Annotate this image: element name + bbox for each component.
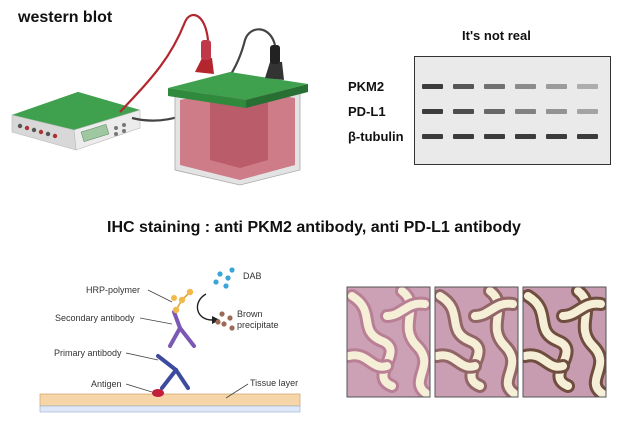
blot-title: It's not real (462, 28, 531, 43)
blot-band (484, 109, 505, 114)
label-brown: Brown (237, 309, 263, 319)
blot-band (484, 84, 505, 89)
blot-band (546, 84, 567, 89)
label-precipitate: precipitate (237, 320, 279, 330)
brown-precipitate-dots (215, 311, 235, 331)
blot-band (422, 84, 443, 89)
blot-band (577, 84, 598, 89)
label-tissue-layer: Tissue layer (250, 378, 299, 388)
antigen-shape (152, 389, 164, 397)
power-supply (11, 92, 141, 151)
blot-band (515, 134, 536, 139)
reaction-arrow (196, 293, 213, 321)
blot-band (546, 134, 567, 139)
primary-antibody-shape (156, 354, 190, 390)
dab-dots (213, 267, 235, 289)
gel-tank (168, 40, 308, 186)
electrophoresis-illustration (11, 13, 308, 186)
label-secondary-antibody: Secondary antibody (55, 313, 135, 323)
blot-band (577, 134, 598, 139)
blot-band (453, 134, 474, 139)
blot-band (453, 84, 474, 89)
ihc-tile-strong (523, 287, 606, 397)
blot-band (422, 109, 443, 114)
ihc-mechanism-diagram (39, 267, 301, 413)
blot-band (484, 134, 505, 139)
western-blot-title: western blot (18, 9, 113, 26)
ihc-title: IHC staining : anti PKM2 antibody, anti … (107, 219, 521, 236)
ihc-tile-negative (347, 287, 430, 397)
western-blot-image (414, 56, 611, 165)
label-hrp-polymer: HRP-polymer (86, 285, 141, 295)
blot-label-pdl1: PD-L1 (348, 104, 386, 119)
black-cable (131, 28, 277, 122)
label-antigen: Antigen (91, 379, 122, 389)
blot-band (515, 109, 536, 114)
blot-band (577, 109, 598, 114)
tissue-layer-block (39, 393, 301, 407)
blot-band (515, 84, 536, 89)
secondary-antibody-shape (168, 310, 196, 348)
blot-label-pkm2: PKM2 (348, 79, 385, 94)
blot-band (453, 109, 474, 114)
blot-label-tubulin: β-tubulin (348, 129, 404, 144)
blot-bands (422, 84, 598, 139)
blot-band (546, 109, 567, 114)
hrp-polymer-shape (171, 288, 194, 314)
blot-band (422, 134, 443, 139)
ihc-tile-moderate (435, 287, 518, 397)
red-cable (119, 13, 210, 113)
label-primary-antibody: Primary antibody (54, 348, 122, 358)
ihc-tissue-panel (346, 286, 607, 398)
label-dab: DAB (243, 271, 262, 281)
